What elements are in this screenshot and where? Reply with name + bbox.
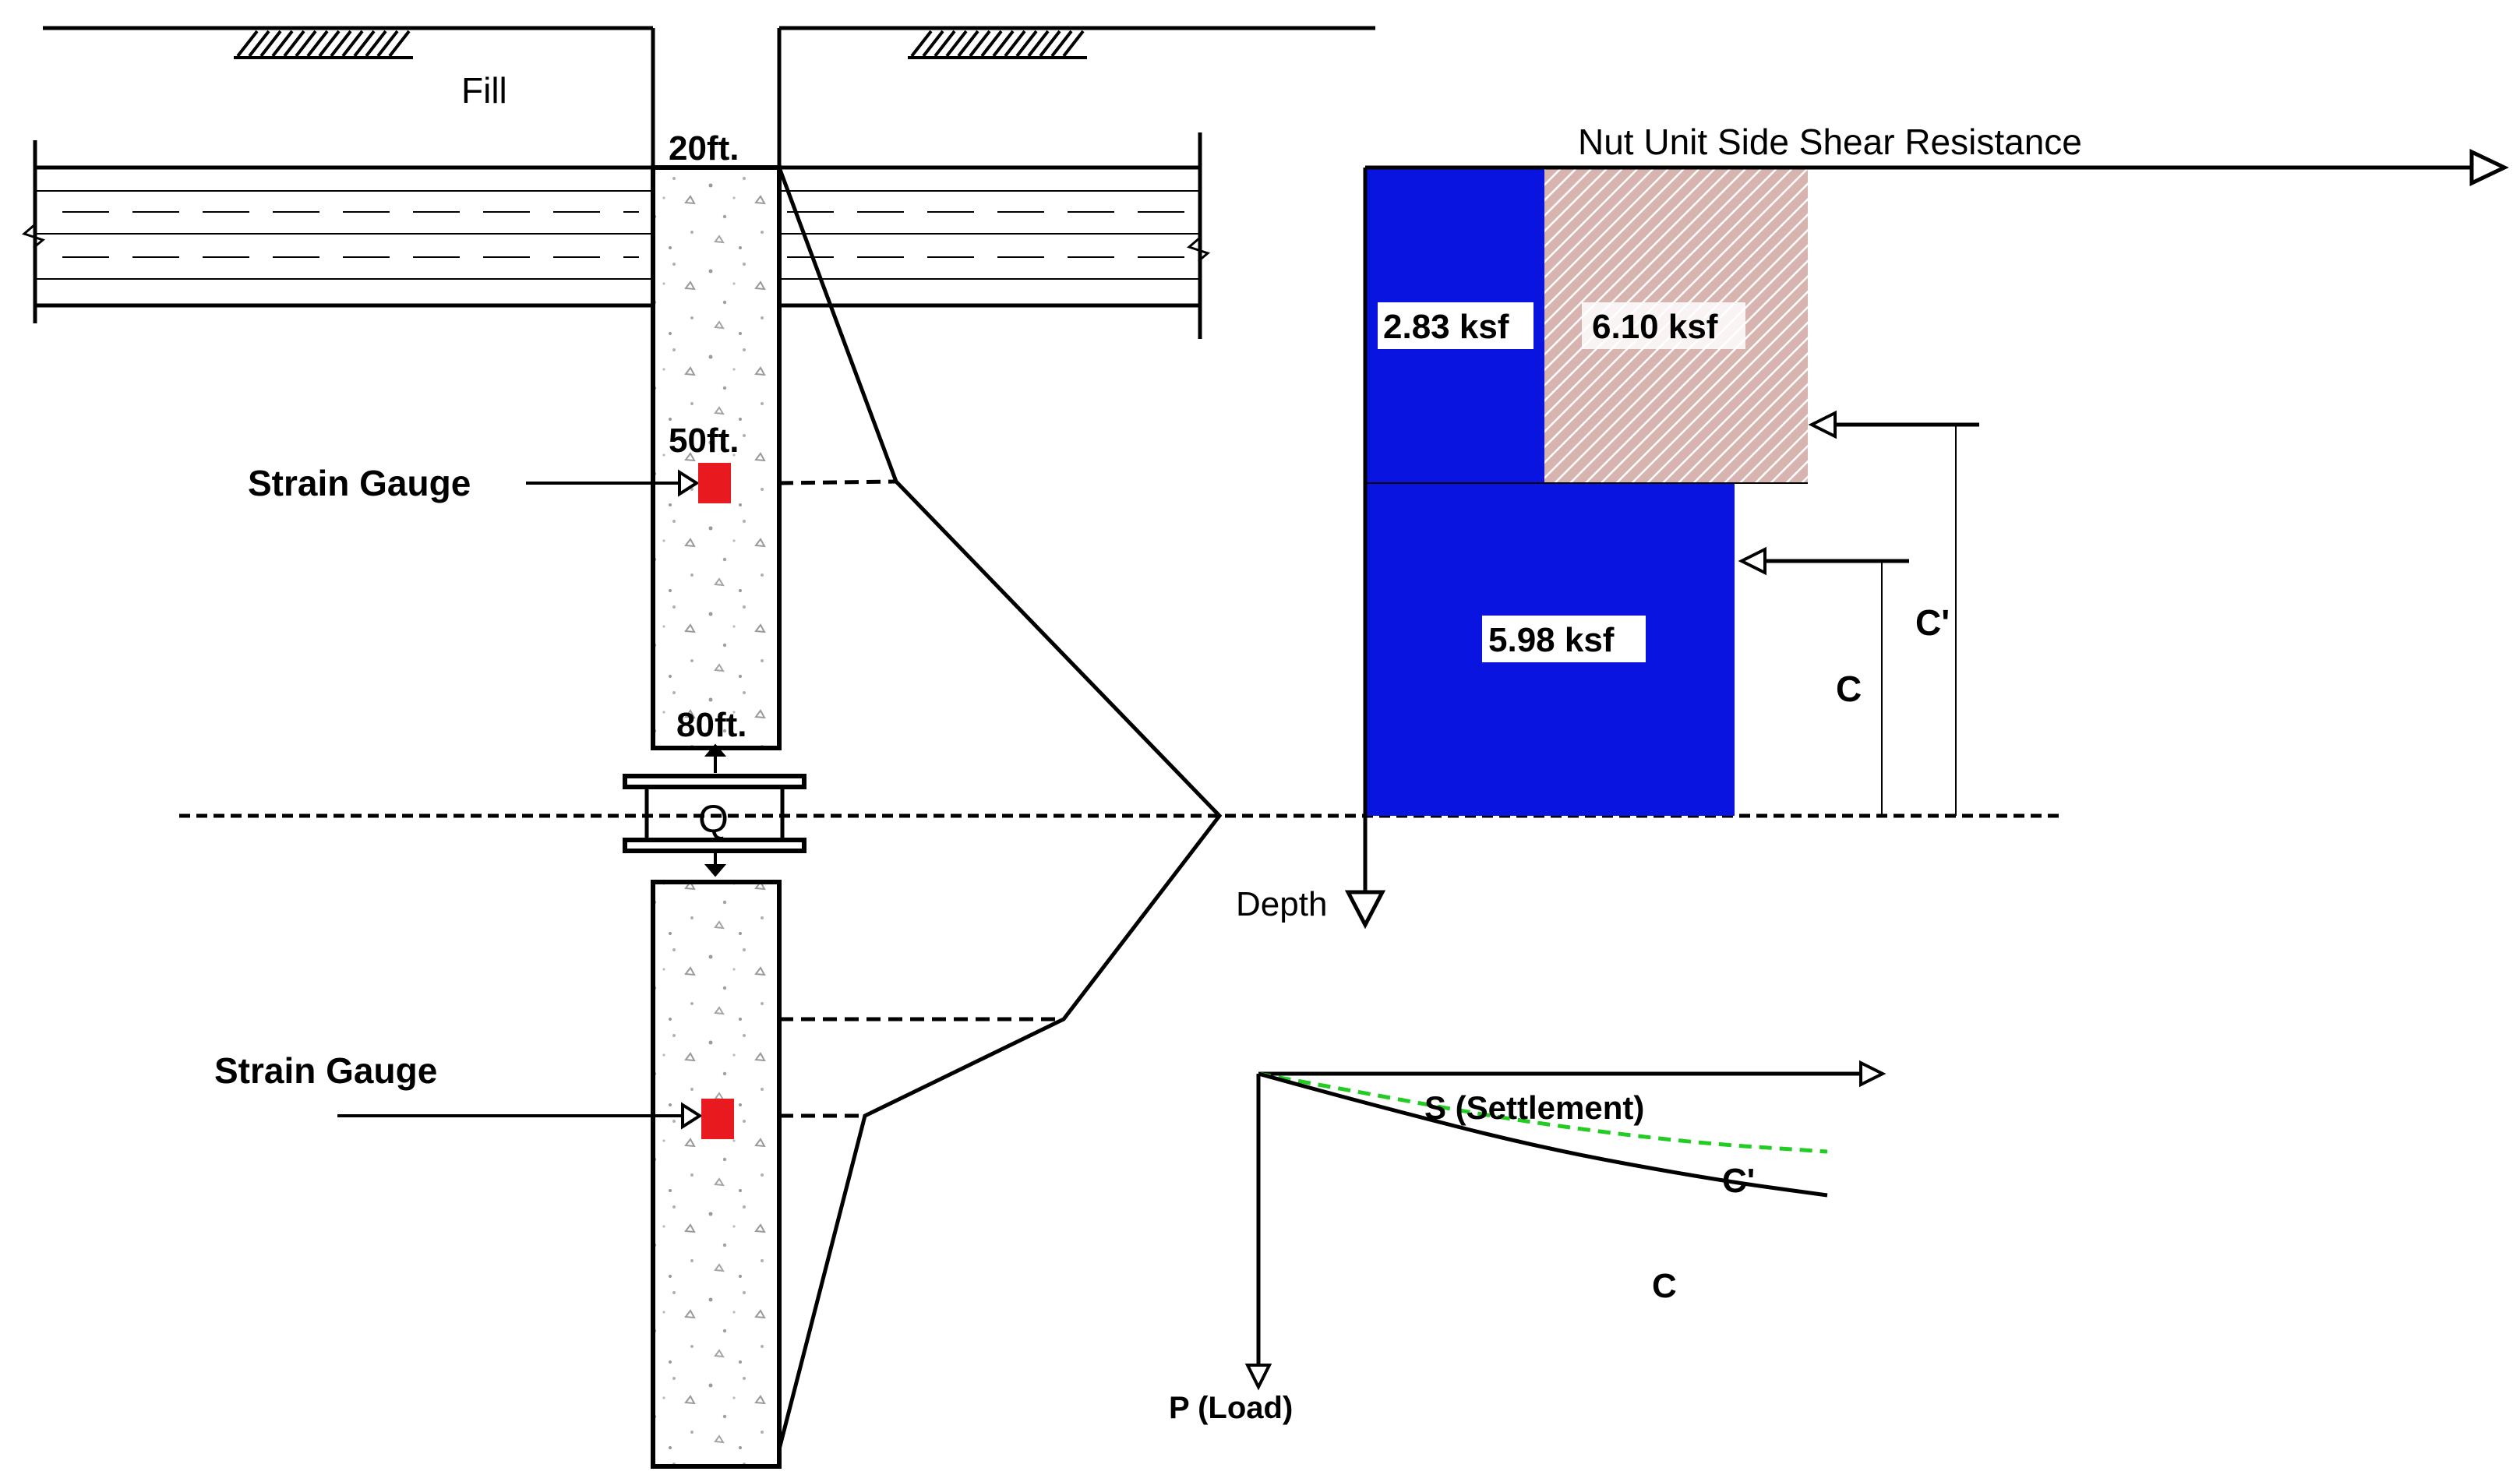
- strain-gauge-lower-label: Strain Gauge: [214, 1050, 437, 1091]
- lower-pile: [651, 880, 782, 1469]
- load-axis-label: P (Load): [1169, 1391, 1293, 1425]
- shear-value-box-3: 5.98 ksf: [1482, 616, 1646, 662]
- depth-20-label: 20ft.: [669, 129, 739, 168]
- load-cell: [623, 743, 806, 877]
- shear-value-1: 2.83 ksf: [1383, 308, 1509, 346]
- ground-hatch-right: [908, 30, 1087, 59]
- shear-value-box-2: 6.10 ksf: [1582, 302, 1745, 349]
- strain-gauge-lower-sensor: [701, 1099, 734, 1139]
- shear-axis-arrow: [2469, 149, 2509, 186]
- resultant-c: [1738, 546, 1909, 816]
- depth-80-label: 80ft.: [676, 706, 746, 744]
- settlement-axis-arrow: [1859, 1060, 1886, 1088]
- load-cell-label: Q: [698, 797, 729, 841]
- shear-resistance-chart: [1344, 149, 2509, 930]
- casing-band: [22, 132, 1211, 339]
- resultant-c-prime: [1808, 410, 1979, 816]
- upper-pile: [651, 165, 782, 750]
- dim-c-label: C: [1836, 669, 1862, 709]
- dim-c-prime-label: C': [1915, 602, 1950, 643]
- load-axis-arrow: [1244, 1364, 1272, 1391]
- shear-value-box-1: 2.83 ksf: [1378, 302, 1534, 349]
- depth-axis-label: Depth: [1236, 885, 1327, 923]
- curve-c-prime-label: C': [1722, 1162, 1755, 1200]
- strain-gauge-upper-label: Strain Gauge: [248, 463, 471, 503]
- fill-label: Fill: [461, 70, 507, 111]
- shear-axis-title: Nut Unit Side Shear Resistance: [1578, 122, 2082, 162]
- shear-value-2: 6.10 ksf: [1592, 308, 1718, 346]
- shear-value-3: 5.98 ksf: [1488, 621, 1615, 659]
- depth-axis-arrow: [1344, 890, 1386, 930]
- strain-gauge-upper: [526, 463, 731, 503]
- settlement-axis-label: S (Settlement): [1424, 1089, 1644, 1126]
- ground-hatch-left: [234, 30, 413, 59]
- curve-c: [1258, 1071, 1828, 1198]
- strain-gauge-lower: [337, 1099, 734, 1139]
- load-distribution-profile: [777, 167, 1223, 1450]
- strain-gauge-upper-sensor: [698, 463, 731, 503]
- load-settlement-chart: [1244, 1060, 1886, 1391]
- depth-50-label: 50ft.: [669, 422, 739, 460]
- curve-c-prime: [1258, 1071, 1828, 1154]
- ground-surface: [43, 26, 1375, 168]
- curve-c-label: C: [1652, 1267, 1677, 1305]
